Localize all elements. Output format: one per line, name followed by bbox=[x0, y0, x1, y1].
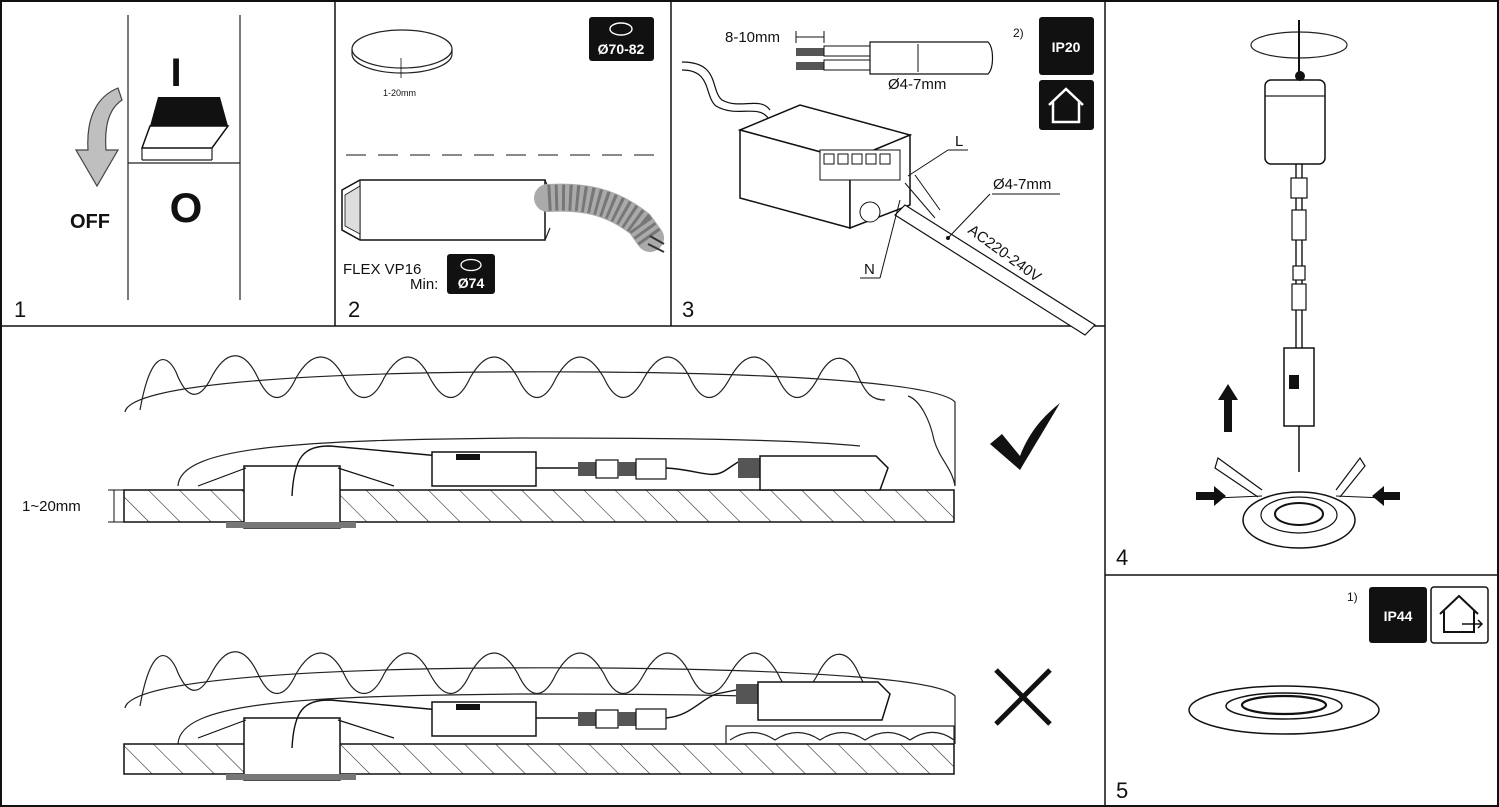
finished-downlight bbox=[1188, 685, 1380, 735]
cross-icon bbox=[994, 668, 1052, 726]
neutral-label: N bbox=[864, 261, 875, 278]
flex-conduit bbox=[534, 183, 665, 253]
arrow-down-icon bbox=[74, 87, 123, 188]
arrow-right-icon bbox=[1196, 486, 1226, 506]
cable-dia-top: Ø4-7mm bbox=[888, 76, 946, 93]
downlight-bottom bbox=[197, 699, 441, 781]
cable-dia-label: Ø4-7mm bbox=[993, 176, 1051, 193]
incorrect-installation bbox=[123, 651, 1052, 781]
cutout-badge: Ø70-82 bbox=[589, 17, 654, 61]
inline-switch-bottom bbox=[431, 701, 537, 737]
cutout-label: Ø70-82 bbox=[598, 41, 645, 57]
input-wire bbox=[681, 61, 771, 111]
connector-top bbox=[578, 458, 667, 480]
panel-4: 4 bbox=[1116, 20, 1400, 570]
panel-3: 8-10mm Ø4-7mm 2) IP20 bbox=[681, 17, 1096, 336]
model-label: FLEX VP16 bbox=[343, 261, 421, 278]
ip20-badge: IP20 bbox=[1039, 17, 1094, 75]
panel-number-3: 3 bbox=[682, 297, 694, 322]
strip-length-label: 8-10mm bbox=[725, 29, 780, 46]
driver-bottom bbox=[736, 681, 891, 721]
center-panel: 1~20mm bbox=[22, 355, 1060, 781]
panel-5: 1) IP44 5 bbox=[1116, 586, 1489, 803]
switch-on-label: I bbox=[170, 51, 181, 95]
depth-label: 1-20mm bbox=[383, 88, 416, 98]
outdoor-house-icon bbox=[1430, 586, 1489, 644]
driver-top bbox=[738, 455, 889, 491]
cutout-icon bbox=[460, 258, 482, 272]
switch-off-label: OFF bbox=[70, 211, 110, 233]
live-label: L bbox=[955, 133, 963, 150]
ip44-label: IP44 bbox=[1384, 608, 1413, 624]
ip44-badge: IP44 bbox=[1369, 587, 1427, 643]
panel-1: I O OFF 1 bbox=[14, 15, 241, 322]
connector-chain bbox=[1283, 164, 1315, 427]
panel-number-2: 2 bbox=[348, 297, 360, 322]
cutout-icon bbox=[609, 22, 633, 36]
arrow-up-icon bbox=[1218, 384, 1238, 432]
inline-switch-top bbox=[431, 451, 537, 487]
correct-installation: 1~20mm bbox=[22, 355, 1060, 529]
min-cutout-label: Ø74 bbox=[458, 275, 485, 291]
connector-bottom bbox=[578, 708, 667, 730]
junction-box bbox=[737, 104, 913, 230]
switch-off-symbol: O bbox=[170, 184, 203, 231]
ip20-label: IP20 bbox=[1052, 39, 1081, 55]
insulation-layer bbox=[725, 725, 955, 744]
stripped-cable bbox=[796, 41, 994, 75]
rocker-switch bbox=[140, 97, 230, 161]
ceiling-disc: 1-20mm bbox=[351, 29, 453, 98]
note-1: 1) bbox=[1347, 590, 1358, 604]
mains-cable bbox=[894, 204, 1096, 336]
driver-box bbox=[341, 179, 551, 241]
min-cutout-badge: Ø74 bbox=[447, 254, 495, 294]
check-icon bbox=[990, 403, 1060, 470]
indoor-house-icon bbox=[1039, 80, 1094, 130]
downlight-top bbox=[197, 445, 441, 529]
arrow-left-icon bbox=[1372, 486, 1400, 506]
panel-number-5: 5 bbox=[1116, 778, 1128, 803]
panel-number-4: 4 bbox=[1116, 545, 1128, 570]
driver-unit bbox=[1264, 71, 1326, 165]
downlight-fitting bbox=[1214, 426, 1385, 549]
panel-number-1: 1 bbox=[14, 297, 26, 322]
thickness-label: 1~20mm bbox=[22, 498, 81, 515]
note-2: 2) bbox=[1013, 26, 1024, 40]
min-label: Min: bbox=[410, 276, 438, 293]
panel-2: 1-20mm Ø70-82 FLEX VP16 Min: Ø74 bbox=[341, 17, 665, 322]
